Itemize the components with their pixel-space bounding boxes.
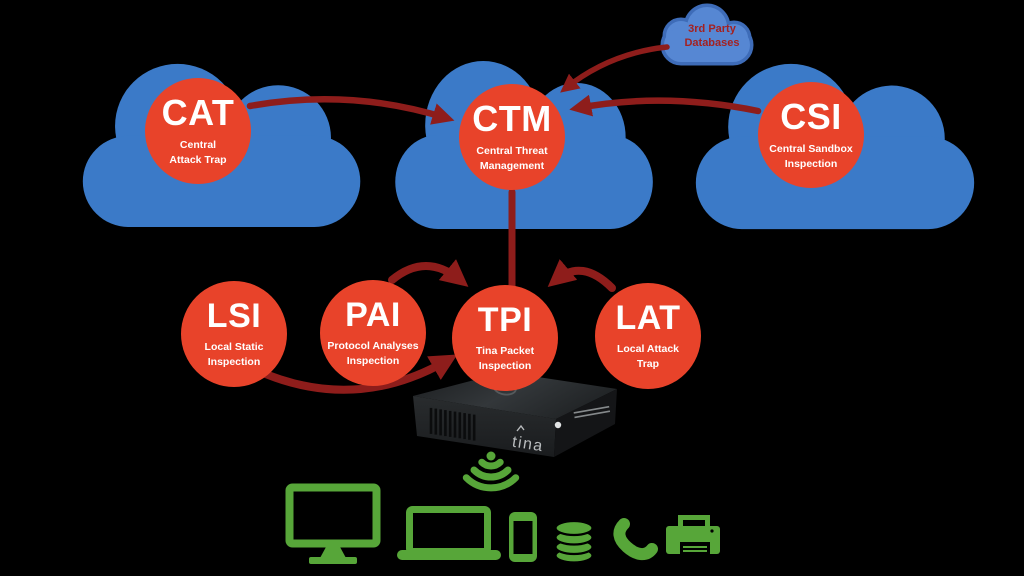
node-pai: PAI Protocol Analyses Inspection: [320, 280, 426, 386]
device-front-face: [413, 396, 556, 457]
tina-logo-mark-icon: [516, 424, 525, 432]
device-label-lines: [573, 405, 611, 419]
wifi-signal-icon: [462, 451, 520, 492]
node-cat-label: Central Attack Trap: [169, 139, 227, 166]
database-icon: [554, 519, 594, 564]
edge-lsi-tpi: [252, 354, 458, 394]
node-csi-acronym: CSI: [780, 96, 842, 138]
node-cat-acronym: CAT: [161, 92, 235, 134]
edge-3rdparty-ctm: [560, 44, 670, 93]
edge-cat-ctm: [246, 96, 455, 125]
laptop-icon: [397, 506, 501, 560]
connectors: [246, 44, 762, 394]
node-lsi: LSI Local Static Inspection: [181, 281, 287, 387]
edge-lat-tpi: [547, 259, 616, 292]
node-tpi-label: Tina Packet Inspection: [475, 345, 535, 372]
node-pai-label: Protocol Analyses Inspection: [327, 340, 419, 367]
node-tpi: TPI Tina Packet Inspection: [452, 285, 558, 391]
smartphone-icon: [509, 512, 537, 562]
node-lsi-acronym: LSI: [206, 297, 262, 336]
printer-icon: [666, 515, 720, 555]
node-lat-acronym: LAT: [615, 299, 681, 338]
node-ctm-label: Central Threat Management: [476, 145, 548, 172]
node-ctm: CTM Central Threat Management: [459, 84, 565, 190]
device-brand-label: tina: [511, 434, 545, 456]
endpoint-icons: [285, 483, 720, 564]
node-lat: LAT Local Attack Trap: [595, 283, 701, 389]
device-vents: [429, 407, 476, 441]
desktop-monitor-icon: [285, 483, 381, 564]
node-cat: CAT Central Attack Trap: [145, 78, 251, 184]
node-tpi-acronym: TPI: [477, 301, 533, 340]
phone-handset-icon: [613, 518, 658, 560]
node-lsi-label: Local Static Inspection: [204, 341, 264, 368]
node-pai-acronym: PAI: [345, 296, 401, 335]
node-lat-label: Local Attack Trap: [616, 343, 680, 370]
third-party-cloud-label: 3rd Party Databases: [684, 23, 740, 50]
device-led: [554, 421, 562, 429]
device-top-face: [413, 372, 617, 419]
node-csi: CSI Central Sandbox Inspection: [758, 82, 864, 188]
edge-csi-ctm: [569, 94, 762, 117]
node-ctm-acronym: CTM: [472, 98, 552, 140]
tina-appliance: tina: [413, 372, 617, 457]
device-right-face: [554, 389, 617, 457]
node-csi-label: Central Sandbox Inspection: [769, 143, 853, 170]
edge-pai-tpi: [388, 259, 469, 287]
